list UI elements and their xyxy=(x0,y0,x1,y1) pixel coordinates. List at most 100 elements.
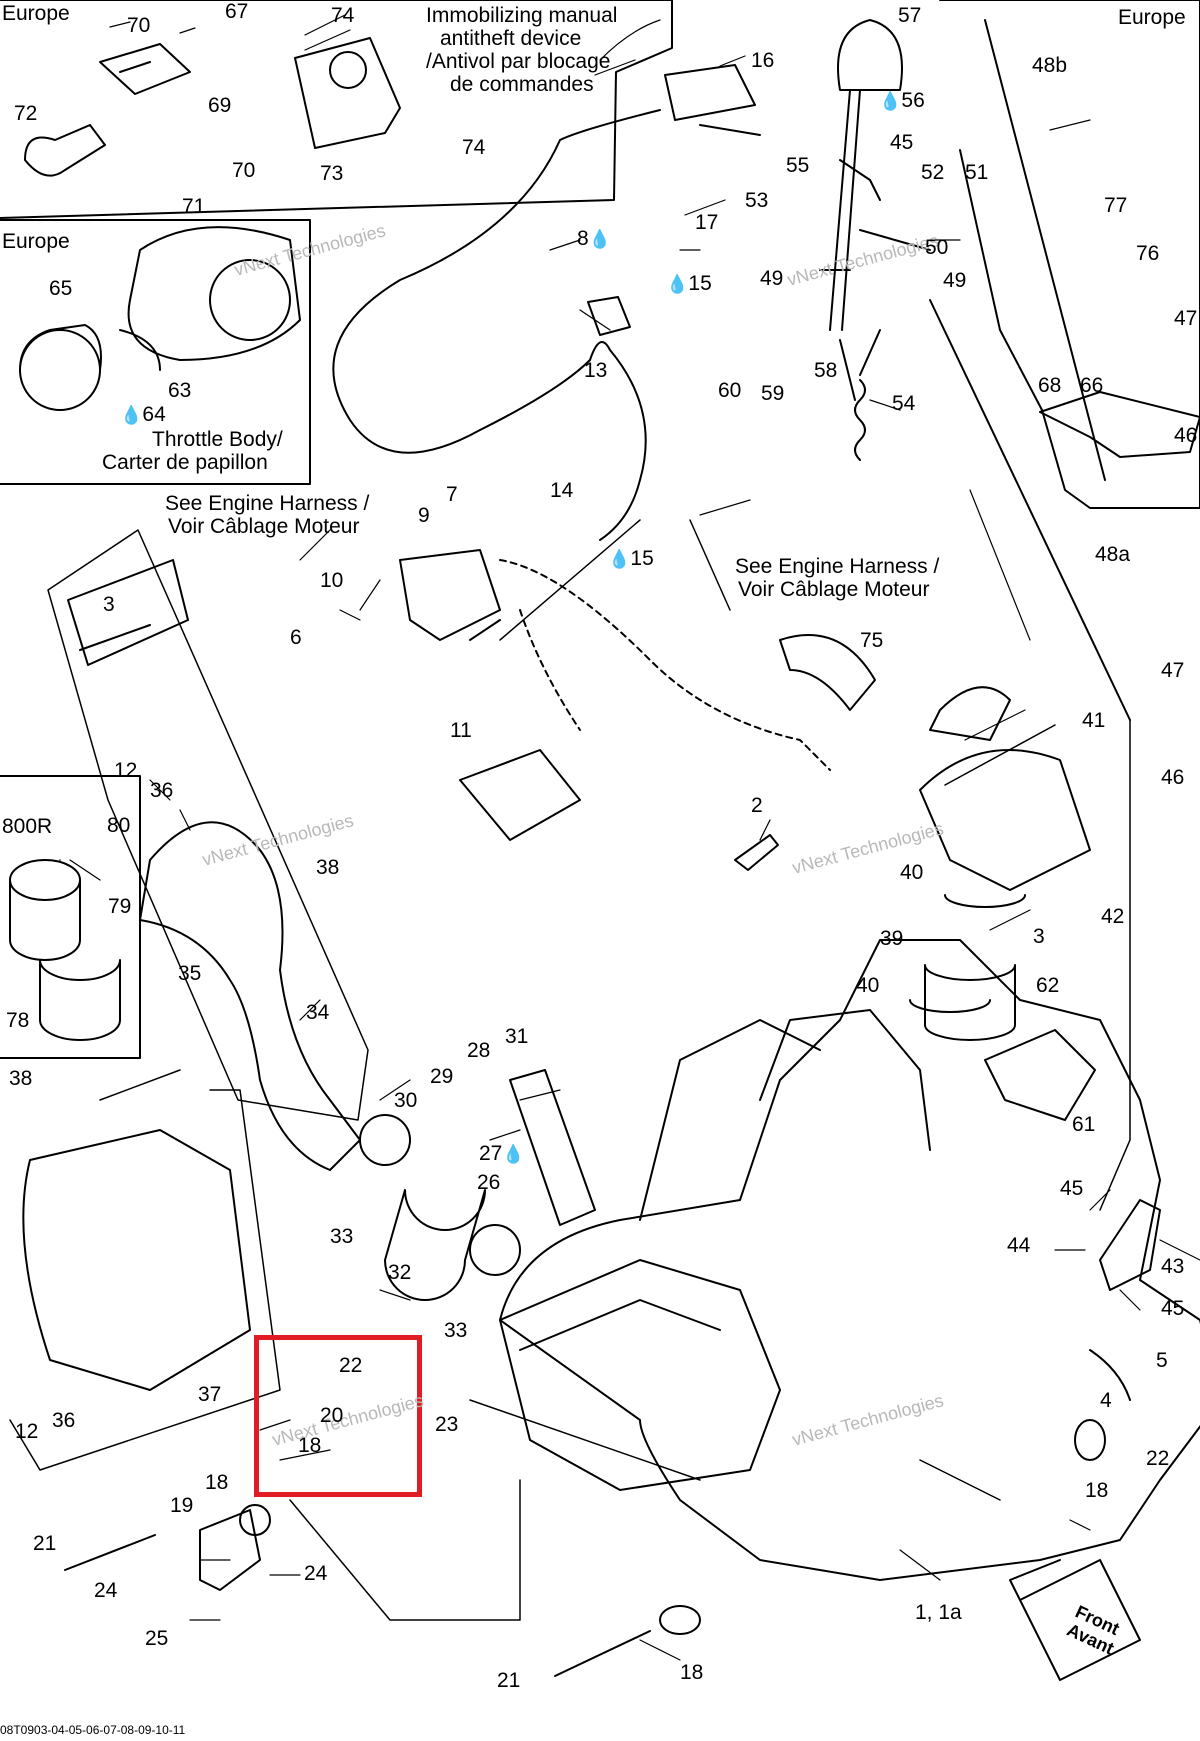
callout: 53 xyxy=(745,189,769,212)
callout: 43 xyxy=(1161,1255,1185,1278)
part-handlebar-switch xyxy=(664,64,761,136)
callout: 35 xyxy=(178,962,202,985)
callout: 79 xyxy=(108,895,132,918)
part-immobilizer-switch xyxy=(99,43,191,95)
part-800r-boot-79 xyxy=(9,859,81,961)
oil-drop-icon: 💧 xyxy=(879,91,902,111)
part-mount-18a xyxy=(239,1504,271,1536)
note-line: Voir Câblage Moteur xyxy=(738,578,930,601)
callout: 58 xyxy=(814,359,838,382)
highlight-box xyxy=(254,1335,422,1497)
callout: 12 xyxy=(114,759,138,782)
callout: 61 xyxy=(1072,1113,1096,1136)
callout: 62 xyxy=(1036,974,1060,997)
callout: 52 xyxy=(921,161,945,184)
callout: 18 xyxy=(1085,1479,1109,1502)
frame-throttle-body xyxy=(0,219,311,485)
callout: 40 xyxy=(856,974,880,997)
callout: 8💧 xyxy=(577,228,611,250)
part-cable-grommet xyxy=(587,296,631,336)
callout: 22 xyxy=(1146,1447,1170,1470)
callout: 68 xyxy=(1038,374,1062,397)
part-harness-dashed xyxy=(499,559,831,771)
callout: 28 xyxy=(467,1039,491,1062)
callout: 19 xyxy=(170,1494,194,1517)
part-throttle-cable xyxy=(332,109,661,541)
callout: 32 xyxy=(388,1261,412,1284)
callout: 73 xyxy=(320,162,344,185)
part-throttle-body xyxy=(119,226,301,371)
frame-europe-top-left xyxy=(0,0,673,219)
callout: 3 xyxy=(1033,925,1045,948)
part-throttle-cover xyxy=(19,324,102,411)
callout: 3 xyxy=(103,593,115,616)
callout-number: 15 xyxy=(630,547,654,570)
callout: 55 xyxy=(786,154,810,177)
callout: 21 xyxy=(33,1532,57,1555)
note-line: Carter de papillon xyxy=(102,451,268,474)
callout: 74 xyxy=(331,4,355,27)
callout: 21 xyxy=(497,1669,521,1692)
callout: 💧15 xyxy=(666,273,712,295)
callout: 33 xyxy=(330,1225,354,1248)
part-bracket-28 xyxy=(509,1069,596,1226)
callout: 59 xyxy=(761,382,785,405)
callout: 31 xyxy=(505,1025,529,1048)
oil-drop-icon: 💧 xyxy=(502,1144,525,1164)
callout: 70 xyxy=(127,14,151,37)
callout: 71 xyxy=(182,195,206,218)
callout: 45 xyxy=(1060,1177,1084,1200)
callout: 24 xyxy=(94,1579,118,1602)
callout: 12 xyxy=(15,1420,39,1443)
note-line: See Engine Harness / xyxy=(735,555,940,578)
callout: 6 xyxy=(290,626,302,649)
part-boot-32 xyxy=(384,1189,486,1301)
part-airbox-41 xyxy=(919,749,1091,891)
part-shield-61 xyxy=(984,1029,1096,1121)
region-label-europe: Europe xyxy=(2,230,70,253)
callout: 5 xyxy=(1156,1349,1168,1372)
callout: 67 xyxy=(225,0,249,23)
part-guard-37 xyxy=(22,1129,251,1391)
callout: 41 xyxy=(1082,709,1106,732)
region-label-europe: Europe xyxy=(2,2,70,25)
callout: 46 xyxy=(1174,424,1198,447)
callout-number: 8 xyxy=(577,227,589,250)
callout: 38 xyxy=(316,856,340,879)
callout: 48a xyxy=(1095,543,1131,566)
callout: 40 xyxy=(900,861,924,884)
leader-long-lines xyxy=(9,519,1131,1621)
part-ecm xyxy=(67,559,189,666)
part-key xyxy=(24,124,106,177)
callout: 20 xyxy=(320,1404,344,1427)
callout: 70 xyxy=(232,159,256,182)
callout: 14 xyxy=(550,479,574,502)
callout: 65 xyxy=(49,277,73,300)
callout: 60 xyxy=(718,379,742,402)
callout: 33 xyxy=(444,1319,468,1342)
callout: 50 xyxy=(925,236,949,259)
callout: 34 xyxy=(306,1001,330,1024)
callout: 49 xyxy=(760,267,784,290)
callout: 47 xyxy=(1174,307,1198,330)
callout: 74 xyxy=(462,136,486,159)
frame-ecm xyxy=(47,529,369,1121)
callout: 1, 1a xyxy=(915,1601,962,1624)
callout: 75 xyxy=(860,629,884,652)
part-battery-box xyxy=(459,749,581,841)
part-bolt-21a xyxy=(64,1534,156,1571)
callout: 63 xyxy=(168,379,192,402)
note-line: antitheft device xyxy=(440,27,582,50)
note-line: /Antivol par blocage xyxy=(426,50,611,73)
part-ignition-coil xyxy=(399,549,501,641)
callout: 66 xyxy=(1080,374,1104,397)
callout: 10 xyxy=(320,569,344,592)
callout: 4 xyxy=(1100,1389,1112,1412)
callout: 47 xyxy=(1161,659,1185,682)
callout: 69 xyxy=(208,94,232,117)
callout: 72 xyxy=(14,102,38,125)
callout: 76 xyxy=(1136,242,1160,265)
callout: 78 xyxy=(6,1009,30,1032)
frame-europe-top-right xyxy=(939,0,1200,509)
note-line: de commandes xyxy=(450,73,594,96)
